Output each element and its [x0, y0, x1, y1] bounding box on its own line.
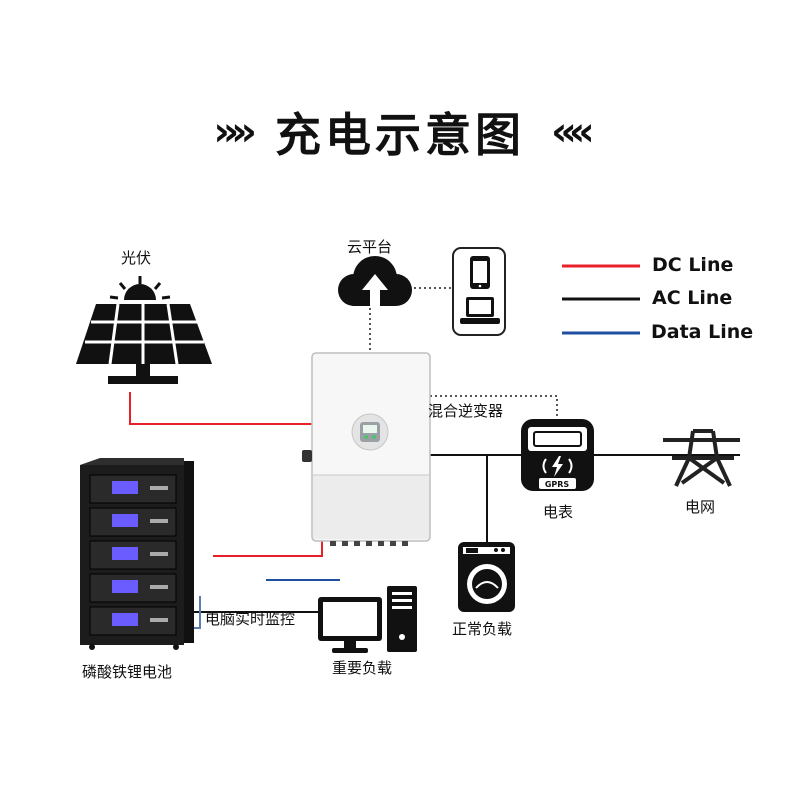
battery-label: 磷酸铁锂电池	[82, 663, 173, 681]
meter-badge: GPRS	[545, 480, 570, 489]
normal-load-label: 正常负载	[452, 620, 513, 638]
laptop-icon	[460, 297, 500, 324]
solar-panel-icon	[76, 276, 212, 384]
desktop-computer-icon	[318, 586, 417, 653]
cloud-label: 云平台	[347, 238, 393, 256]
legend-swatches	[562, 264, 640, 335]
power-tower-icon	[663, 429, 740, 487]
battery-module	[89, 606, 177, 636]
battery-rack-icon	[80, 458, 194, 650]
battery-module	[89, 507, 177, 537]
meter-label: 电表	[543, 503, 574, 521]
solar-label: 光伏	[121, 249, 152, 267]
device-box	[452, 247, 506, 336]
title-text: 充电示意图	[275, 108, 525, 162]
cloud-upload-icon	[338, 256, 412, 306]
battery-module	[89, 540, 177, 570]
dotted-line-inverter-meter	[430, 395, 558, 418]
inverter-label: 混合逆变器	[428, 402, 504, 420]
critical-load-label: 重要负载	[332, 659, 393, 677]
battery-module	[89, 474, 177, 504]
washing-machine-icon	[458, 542, 515, 612]
dc-line-battery	[213, 540, 323, 557]
dc-line-solar	[129, 392, 312, 425]
diagram-title: »» 充电示意图 ««	[0, 100, 800, 164]
pc-monitor-label: 电脑实时监控	[205, 610, 296, 628]
battery-module	[89, 573, 177, 603]
legend-data-label: Data Line	[651, 321, 754, 343]
smart-meter-icon: GPRS	[521, 419, 594, 491]
phone-icon	[470, 256, 490, 289]
legend-ac-label: AC Line	[652, 287, 733, 309]
inverter-icon	[302, 352, 431, 546]
legend-dc-label: DC Line	[652, 254, 734, 276]
grid-label: 电网	[685, 498, 716, 516]
